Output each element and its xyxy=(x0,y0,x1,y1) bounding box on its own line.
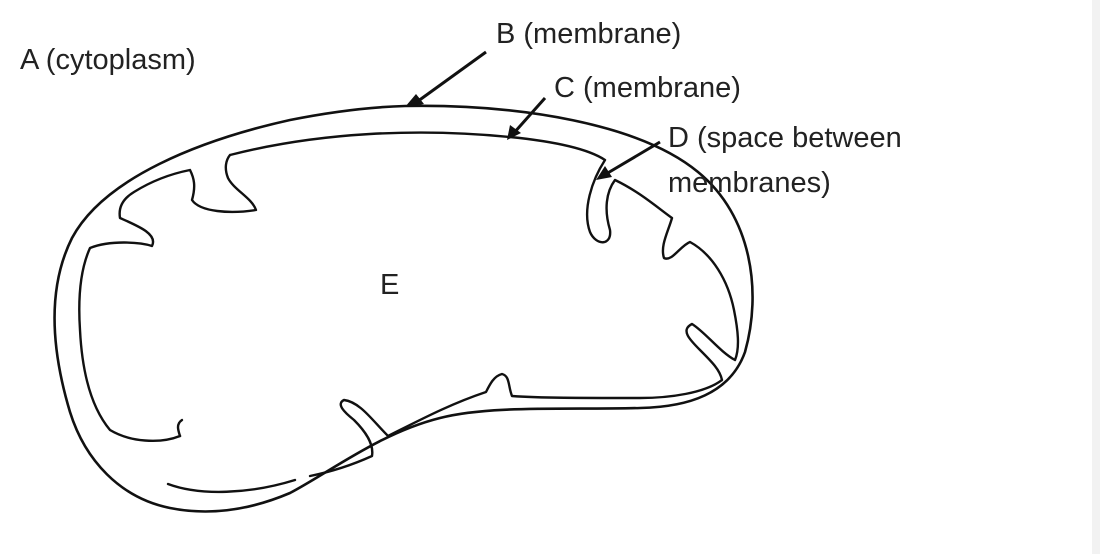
arrow-d xyxy=(596,140,661,180)
label-intermembrane-space-line2: membranes) xyxy=(668,167,831,199)
arrow-b xyxy=(405,50,487,107)
inner-membrane xyxy=(78,131,740,494)
label-matrix: E xyxy=(380,269,400,301)
outer-membrane xyxy=(53,104,754,513)
label-intermembrane-space-line1: D (space between xyxy=(668,122,902,154)
inner-membrane-lower xyxy=(176,418,184,438)
label-inner-membrane: C (membrane) xyxy=(554,72,741,104)
label-outer-membrane: B (membrane) xyxy=(496,18,682,50)
arrow-c xyxy=(507,97,547,140)
right-edge-strip xyxy=(1092,0,1100,554)
label-cytoplasm: A (cytoplasm) xyxy=(20,44,196,76)
